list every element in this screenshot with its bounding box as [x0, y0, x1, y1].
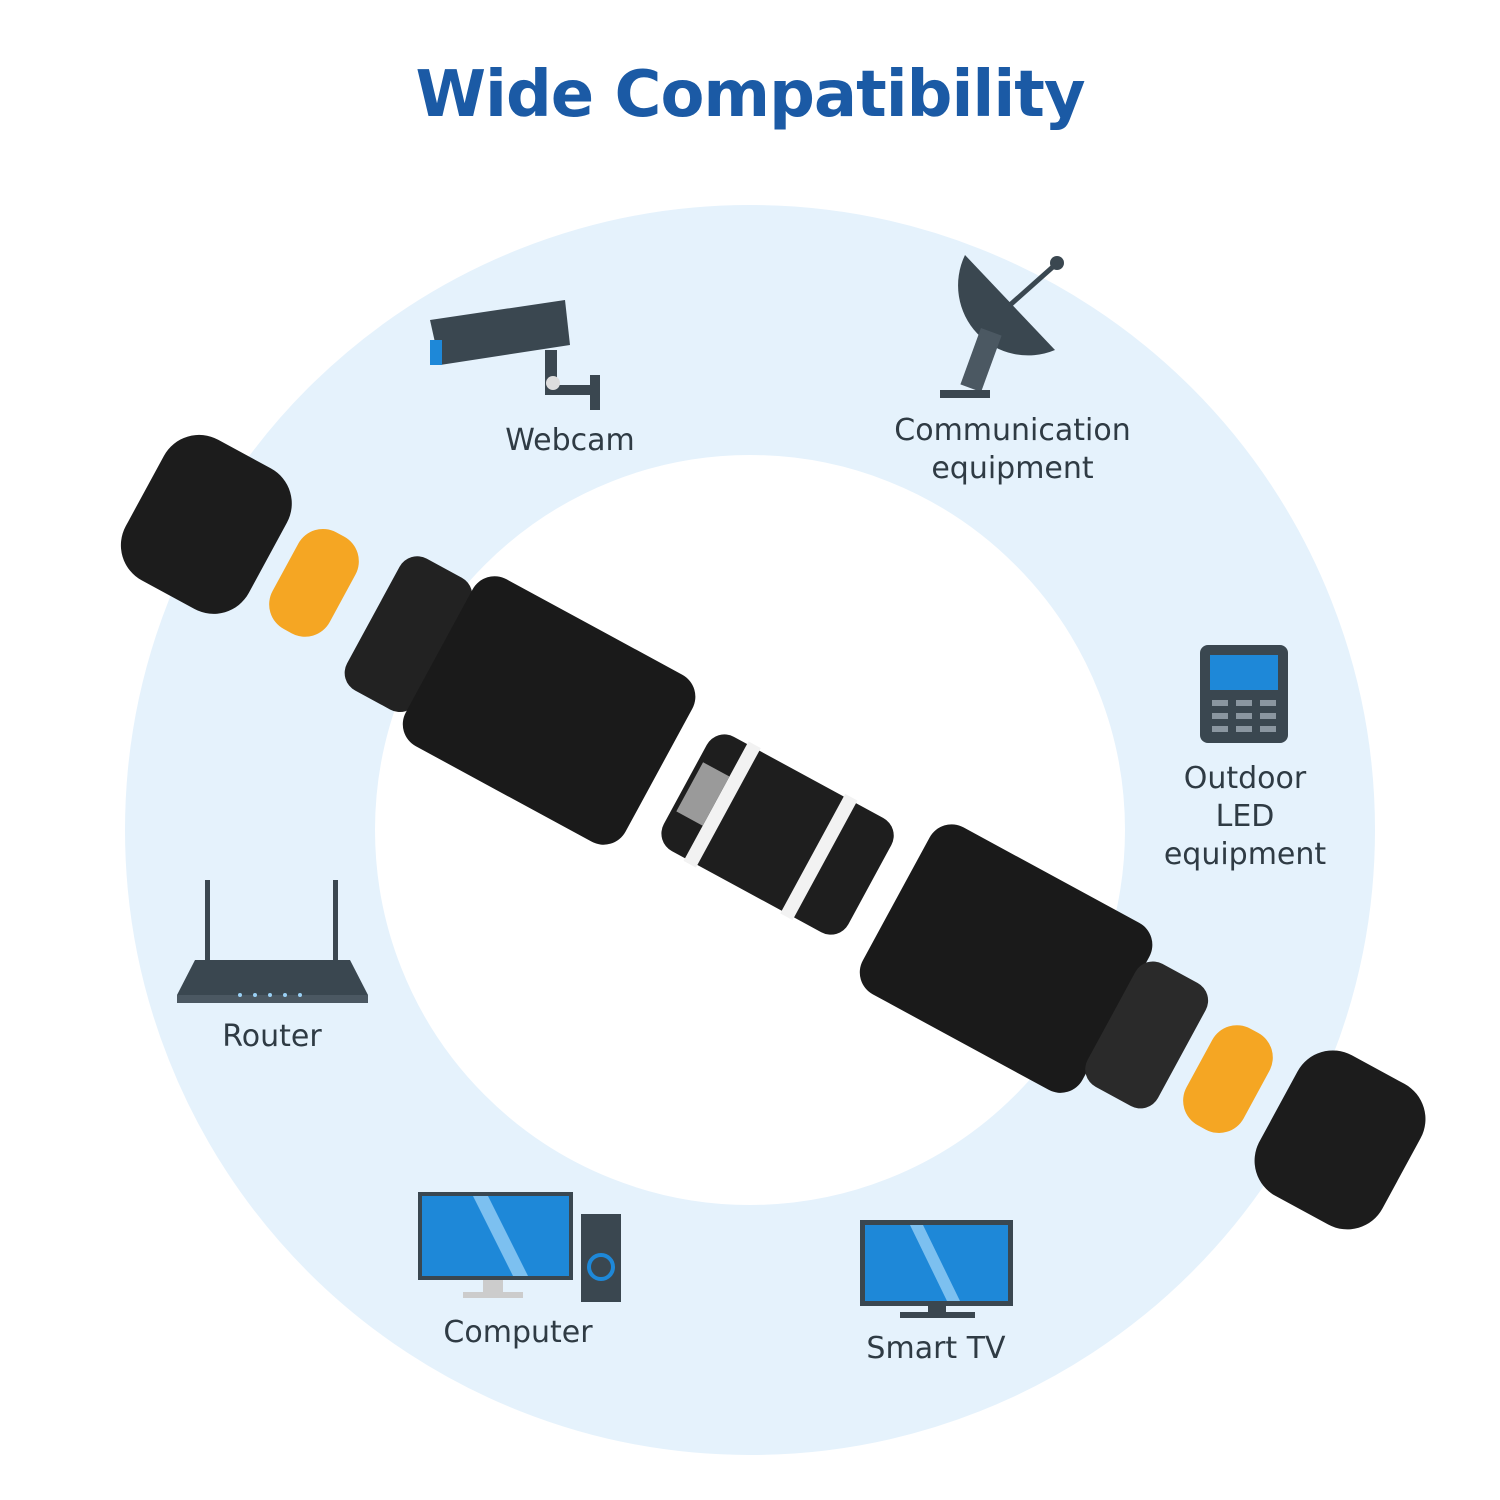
page-title: Wide Compatibility: [415, 58, 1085, 132]
coupler: [661, 734, 894, 935]
router-icon: [177, 880, 368, 1003]
device-label-router: Router: [222, 1019, 322, 1054]
end-cap-left: [120, 434, 292, 614]
desktop-computer-icon: [418, 1192, 621, 1302]
clamp-left: [344, 556, 473, 713]
clamp-right: [1085, 961, 1209, 1109]
device-label-outdoor-led: Outdoor LED equipment: [1163, 761, 1327, 872]
security-camera-icon: [430, 300, 600, 410]
device-label-webcam: Webcam: [505, 423, 635, 458]
device-label-computer: Computer: [443, 1315, 593, 1350]
device-label-communication: Communication equipment: [894, 413, 1131, 486]
end-cap-right: [1254, 1050, 1426, 1230]
device-label-smart-tv: Smart TV: [866, 1331, 1006, 1366]
satellite-dish-icon: [940, 255, 1064, 398]
housing-left: [402, 576, 696, 845]
seal-left: [269, 528, 359, 637]
housing-right: [859, 824, 1153, 1093]
seal-right: [1183, 1025, 1273, 1133]
led-controller-icon: [1200, 645, 1288, 743]
tv-icon: [860, 1220, 1013, 1318]
